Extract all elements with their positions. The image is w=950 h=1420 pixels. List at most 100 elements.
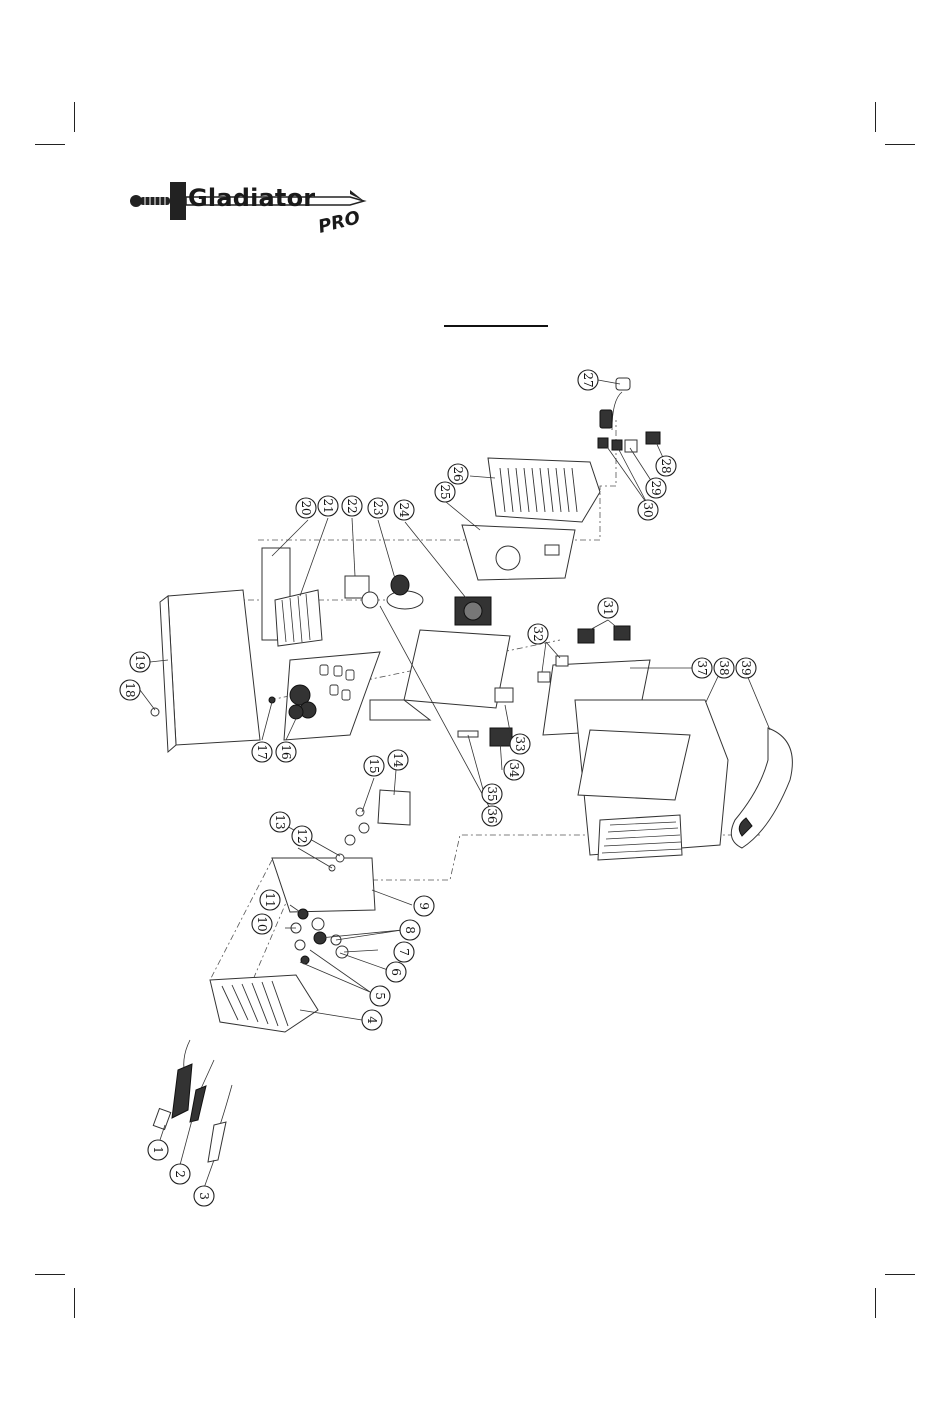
svg-text:19: 19 xyxy=(133,654,147,669)
callout-13: 13 xyxy=(270,812,290,832)
callout-33: 33 xyxy=(510,734,530,754)
electrode-holder xyxy=(172,1064,192,1118)
svg-text:10: 10 xyxy=(255,916,269,931)
base-plate xyxy=(404,630,510,708)
callout-22: 22 xyxy=(342,496,362,516)
svg-text:39: 39 xyxy=(739,660,753,675)
callout-25: 25 xyxy=(435,482,455,502)
callout-5: 5 xyxy=(370,986,390,1006)
front-plastic-frame xyxy=(210,975,318,1032)
svg-text:4: 4 xyxy=(365,1016,379,1024)
callout-4: 4 xyxy=(362,1010,382,1030)
callout-36: 36 xyxy=(482,806,502,826)
grommet xyxy=(151,708,159,716)
callout-28: 28 xyxy=(656,456,676,476)
svg-text:8: 8 xyxy=(403,926,417,934)
callout-8: 8 xyxy=(400,920,420,940)
callout-10: 10 xyxy=(252,914,272,934)
svg-text:38: 38 xyxy=(717,660,731,675)
callout-32: 32 xyxy=(528,624,548,644)
earth-clamp xyxy=(190,1086,206,1122)
svg-text:33: 33 xyxy=(513,736,527,751)
rocker-switch xyxy=(646,432,660,444)
svg-text:20: 20 xyxy=(299,500,313,515)
svg-text:28: 28 xyxy=(659,458,673,473)
svg-text:2: 2 xyxy=(173,1170,187,1178)
svg-text:22: 22 xyxy=(345,498,359,513)
svg-text:29: 29 xyxy=(649,480,663,495)
svg-text:23: 23 xyxy=(371,500,385,515)
callout-37: 37 xyxy=(692,658,712,678)
svg-text:25: 25 xyxy=(438,484,452,499)
svg-text:34: 34 xyxy=(507,762,521,778)
svg-text:36: 36 xyxy=(485,808,499,823)
foot-bracket xyxy=(578,629,594,643)
svg-text:21: 21 xyxy=(321,498,335,513)
callout-9: 9 xyxy=(414,896,434,916)
svg-text:30: 30 xyxy=(641,502,655,517)
svg-text:16: 16 xyxy=(279,744,293,759)
callout-6: 6 xyxy=(386,962,406,982)
callout-3: 3 xyxy=(194,1186,214,1206)
switch-cutout xyxy=(545,545,559,555)
callout-34: 34 xyxy=(504,760,524,780)
control-board xyxy=(378,790,410,825)
svg-text:37: 37 xyxy=(695,660,709,675)
ground-clamp xyxy=(208,1122,226,1162)
callout-19: 19 xyxy=(130,652,150,672)
callout-20: 20 xyxy=(296,498,316,518)
svg-text:12: 12 xyxy=(295,828,309,843)
svg-text:27: 27 xyxy=(581,372,595,387)
side-mounting-plate xyxy=(168,590,260,745)
svg-text:15: 15 xyxy=(367,758,381,773)
callout-21: 21 xyxy=(318,496,338,516)
callout-38: 38 xyxy=(714,658,734,678)
svg-text:14: 14 xyxy=(391,752,405,768)
svg-text:11: 11 xyxy=(263,892,277,907)
callout-11: 11 xyxy=(260,890,280,910)
power-cable-gland xyxy=(600,410,612,428)
svg-text:7: 7 xyxy=(397,948,411,956)
callout-18: 18 xyxy=(120,680,140,700)
callout-29: 29 xyxy=(646,478,666,498)
rear-plastic-frame xyxy=(488,458,600,522)
callout-12: 12 xyxy=(292,826,312,846)
svg-text:13: 13 xyxy=(273,814,287,829)
svg-text:35: 35 xyxy=(485,786,499,801)
callout-15: 15 xyxy=(364,756,384,776)
dinse-plug xyxy=(153,1108,170,1129)
rear-panel-group xyxy=(455,458,600,625)
svg-text:26: 26 xyxy=(451,466,465,481)
svg-text:18: 18 xyxy=(123,682,137,697)
clip xyxy=(538,672,550,682)
front-metal-panel xyxy=(272,858,375,912)
callout-35: 35 xyxy=(482,784,502,804)
svg-text:24: 24 xyxy=(397,502,411,518)
svg-text:3: 3 xyxy=(197,1192,211,1200)
callout-17: 17 xyxy=(252,742,272,762)
callout-27: 27 xyxy=(578,370,598,390)
fan-opening xyxy=(496,546,520,570)
callout-16: 16 xyxy=(276,742,296,762)
svg-text:9: 9 xyxy=(417,902,431,910)
svg-text:32: 32 xyxy=(531,626,545,641)
callout-1: 1 xyxy=(148,1140,168,1160)
rectifier-module xyxy=(495,688,513,702)
svg-text:17: 17 xyxy=(255,744,269,759)
callout-23: 23 xyxy=(368,498,388,518)
svg-text:31: 31 xyxy=(601,600,615,615)
callout-39: 39 xyxy=(736,658,756,678)
callout-26: 26 xyxy=(448,464,468,484)
svg-text:6: 6 xyxy=(389,968,403,976)
callout-2: 2 xyxy=(170,1164,190,1184)
outer-housing-group xyxy=(538,626,792,860)
output-terminal-block xyxy=(490,728,512,746)
svg-text:1: 1 xyxy=(151,1146,165,1154)
callout-7: 7 xyxy=(394,942,414,962)
svg-text:5: 5 xyxy=(373,992,387,1000)
callout-14: 14 xyxy=(388,750,408,770)
callout-24: 24 xyxy=(394,500,414,520)
callout-31: 31 xyxy=(598,598,618,618)
callout-30: 30 xyxy=(638,500,658,520)
